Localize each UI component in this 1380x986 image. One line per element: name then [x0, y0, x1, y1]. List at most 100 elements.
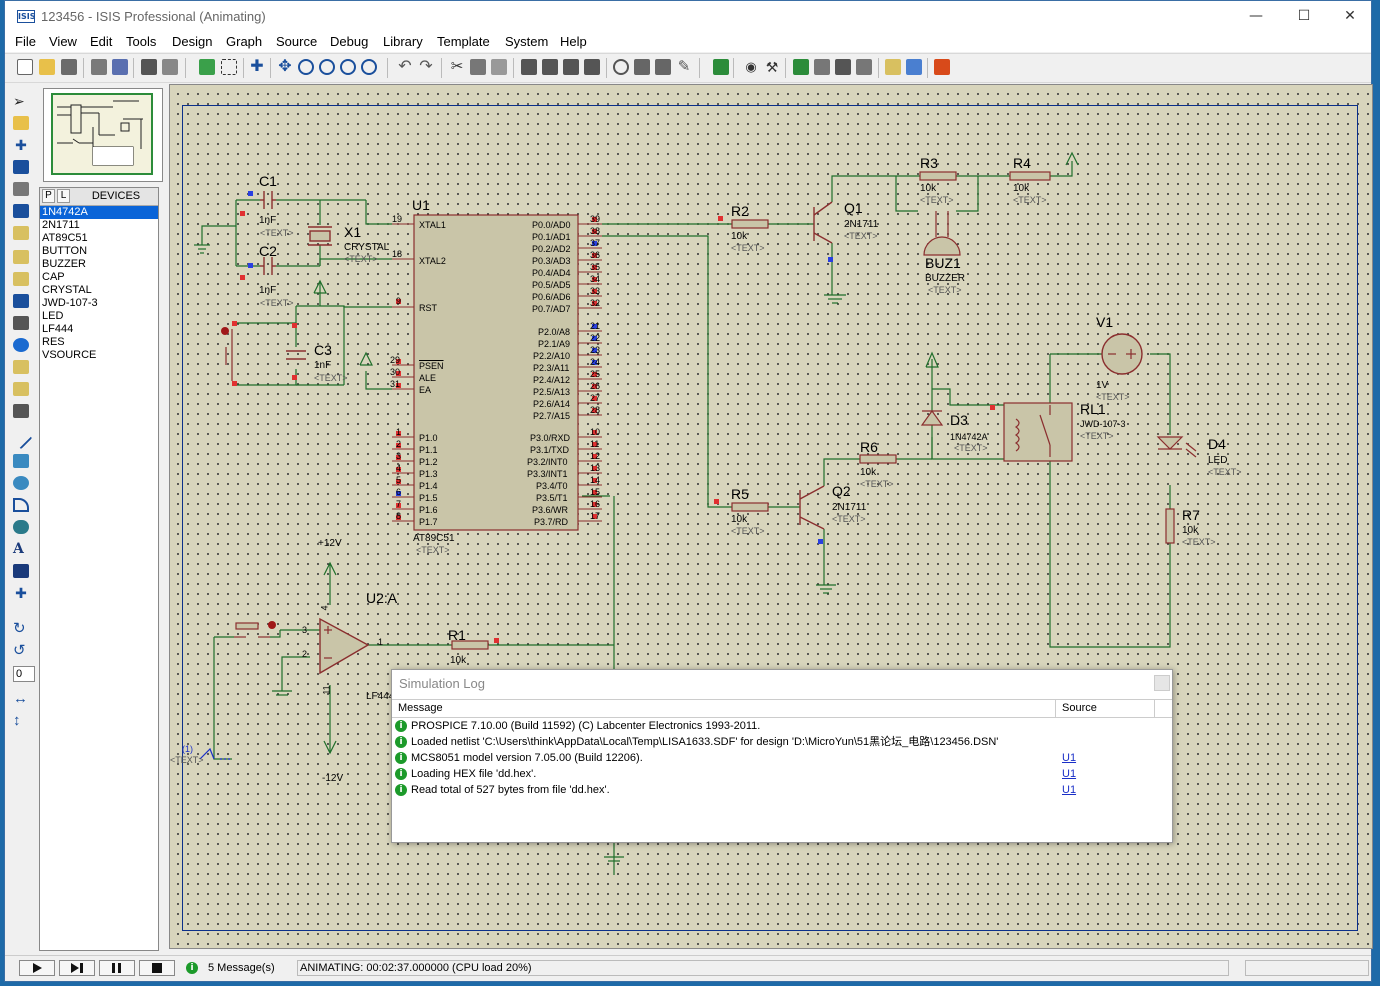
log-source-link[interactable]: U1 — [1062, 768, 1077, 780]
electrical-rules-check-icon[interactable] — [906, 59, 922, 75]
new-design-icon[interactable] — [17, 59, 33, 75]
menu-file[interactable]: File — [15, 34, 36, 49]
menu-help[interactable]: Help — [560, 34, 587, 49]
block-move-icon[interactable] — [542, 59, 558, 75]
device-item[interactable]: LF444 — [42, 323, 74, 335]
log-source-link[interactable]: U1 — [1062, 784, 1077, 796]
graph-mode-icon[interactable] — [13, 294, 29, 308]
stop-button[interactable] — [139, 960, 175, 976]
block-rotate-icon[interactable] — [563, 59, 579, 75]
origin-icon[interactable]: ✚ — [250, 58, 264, 75]
menu-system[interactable]: System — [505, 34, 549, 49]
open-folder-icon[interactable] — [39, 59, 55, 75]
zoom-area-icon[interactable] — [361, 59, 377, 75]
menu-library[interactable]: Library — [383, 34, 423, 49]
device-item[interactable]: BUZZER — [42, 258, 86, 270]
text-script-mode-icon[interactable] — [13, 182, 29, 196]
log-row[interactable]: i MCS8051 model version 7.05.00 (Build 1… — [395, 750, 1165, 766]
device-item[interactable]: CRYSTAL — [42, 284, 92, 296]
block-delete-icon[interactable] — [584, 59, 600, 75]
pause-button[interactable] — [99, 960, 135, 976]
info-icon[interactable]: i — [186, 962, 198, 974]
wire-autorouter-icon[interactable] — [713, 59, 729, 75]
line-mode-icon[interactable] — [9, 426, 33, 450]
close-button[interactable]: ✕ — [1344, 8, 1356, 24]
property-tool-icon[interactable]: ⚒ — [765, 59, 779, 75]
undo-icon[interactable]: ↶ — [398, 58, 412, 75]
redo-icon[interactable]: ↷ — [419, 58, 433, 75]
current-probe-mode-icon[interactable] — [13, 382, 29, 396]
tape-recorder-mode-icon[interactable] — [13, 316, 29, 330]
mirror-x-icon[interactable]: ↔ — [13, 690, 28, 707]
zoom-out-icon[interactable] — [319, 59, 335, 75]
log-row[interactable]: i Loaded netlist 'C:\Users\think\AppData… — [395, 734, 1165, 750]
box-mode-icon[interactable] — [13, 454, 29, 468]
pan-icon[interactable]: ✥ — [278, 58, 292, 75]
bill-of-materials-icon[interactable] — [885, 59, 901, 75]
virtual-instruments-mode-icon[interactable] — [13, 404, 29, 418]
device-item[interactable]: JWD-107-3 — [42, 297, 98, 309]
print-area-icon[interactable] — [162, 59, 178, 75]
device-item[interactable]: AT89C51 — [42, 232, 88, 244]
menu-design[interactable]: Design — [172, 34, 213, 49]
zoom-all-icon[interactable] — [340, 59, 356, 75]
remove-sheet-icon[interactable] — [814, 59, 830, 75]
junction-mode-icon[interactable]: ✚ — [15, 137, 27, 153]
grid-toggle-icon[interactable] — [221, 59, 237, 75]
search-tag-icon[interactable]: ◉ — [745, 59, 757, 74]
pick-devices-button[interactable]: P — [42, 189, 55, 203]
mirror-y-icon[interactable]: ↕ — [13, 712, 21, 729]
device-item[interactable]: CAP — [42, 271, 65, 283]
menu-edit[interactable]: Edit — [90, 34, 113, 49]
arc-mode-icon[interactable] — [13, 498, 29, 512]
simulation-log-close-button[interactable] — [1154, 675, 1170, 691]
menu-graph[interactable]: Graph — [226, 34, 263, 49]
make-device-icon[interactable] — [634, 59, 650, 75]
overview-window[interactable] — [43, 88, 163, 182]
text-mode-icon[interactable]: A — [13, 541, 24, 557]
menu-template[interactable]: Template — [437, 34, 490, 49]
export-section-icon[interactable] — [112, 59, 128, 75]
path-mode-icon[interactable] — [13, 520, 29, 534]
rotate-clockwise-icon[interactable]: ↻ — [13, 620, 26, 637]
menu-view[interactable]: View — [49, 34, 77, 49]
block-copy-icon[interactable] — [521, 59, 537, 75]
new-sheet-icon[interactable] — [793, 59, 809, 75]
wire-label-mode-icon[interactable] — [13, 160, 29, 174]
message-count[interactable]: 5 Message(s) — [208, 962, 275, 974]
device-item[interactable]: 1N4742A — [40, 206, 158, 219]
selection-mode-icon[interactable]: ➢ — [13, 93, 25, 109]
import-section-icon[interactable] — [91, 59, 107, 75]
log-source-link[interactable]: U1 — [1062, 752, 1077, 764]
copy-icon[interactable] — [470, 59, 486, 75]
refresh-icon[interactable] — [199, 59, 215, 75]
device-item[interactable]: 2N1711 — [42, 219, 80, 231]
menu-tools[interactable]: Tools — [126, 34, 157, 49]
cut-icon[interactable]: ✂ — [450, 58, 464, 75]
packaging-tool-icon[interactable] — [655, 59, 671, 75]
zoom-in-icon[interactable] — [298, 59, 314, 75]
paste-icon[interactable] — [491, 59, 507, 75]
save-icon[interactable] — [61, 59, 77, 75]
marker-mode-icon[interactable]: ✚ — [15, 585, 27, 601]
simulation-log-window[interactable]: Simulation Log Message Source i PROSPICE… — [391, 669, 1173, 843]
log-row[interactable]: i PROSPICE 7.10.00 (Build 11592) (C) Lab… — [395, 718, 1165, 734]
symbol-mode-icon[interactable] — [13, 564, 29, 578]
voltage-probe-mode-icon[interactable] — [13, 360, 29, 374]
menu-debug[interactable]: Debug — [330, 34, 369, 49]
circle-mode-icon[interactable] — [13, 476, 29, 490]
library-manager-button[interactable]: L — [57, 189, 70, 203]
log-row[interactable]: i Read total of 527 bytes from file 'dd.… — [395, 782, 1165, 798]
device-item[interactable]: LED — [42, 310, 64, 322]
device-item[interactable]: VSOURCE — [42, 349, 97, 361]
menu-source[interactable]: Source — [276, 34, 318, 49]
print-icon[interactable] — [141, 59, 157, 75]
component-mode-icon[interactable] — [13, 116, 29, 130]
device-item[interactable]: RES — [42, 336, 65, 348]
minimize-button[interactable]: — — [1249, 8, 1263, 24]
buses-mode-icon[interactable] — [13, 204, 29, 218]
pick-device-icon[interactable] — [613, 59, 629, 75]
goto-sheet-icon[interactable] — [835, 59, 851, 75]
subcircuit-mode-icon[interactable] — [13, 226, 29, 240]
maximize-button[interactable]: ☐ — [1297, 8, 1311, 24]
